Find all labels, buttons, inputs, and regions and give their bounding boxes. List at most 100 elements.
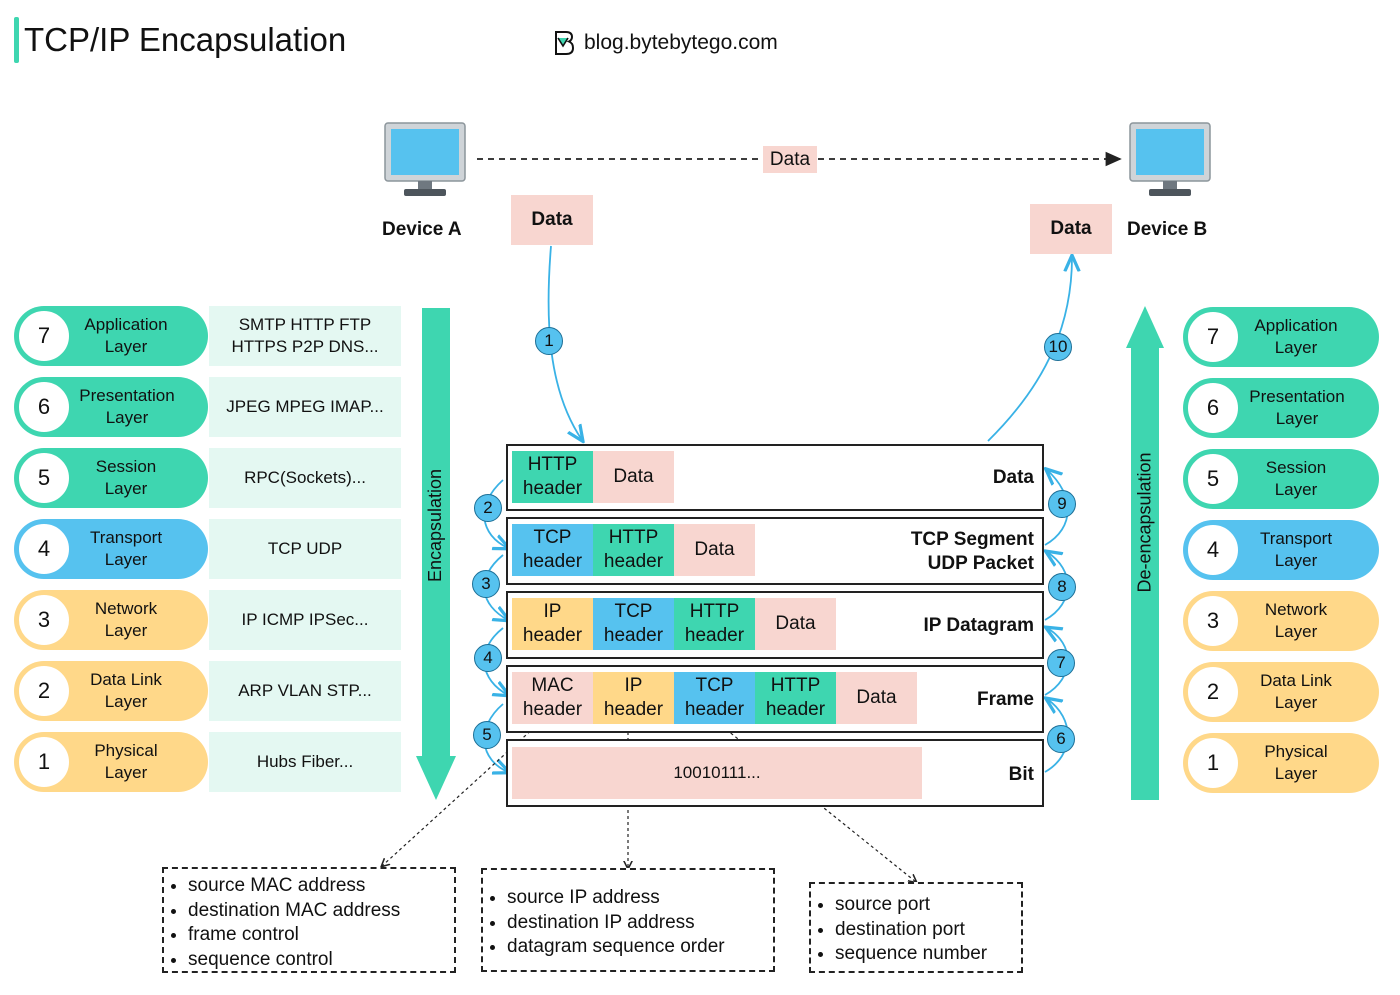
right-layer-5: 5 Session Layer	[1183, 449, 1379, 509]
list-item: source IP address	[507, 886, 773, 911]
left-layer-4: 4 Transport Layer	[14, 519, 208, 579]
right-layer-4-name: Transport Layer	[1259, 529, 1333, 570]
left-layer-2-protocols: ARP VLAN STP...	[209, 661, 401, 721]
step-badge-10: 10	[1044, 333, 1072, 361]
cell-http-header: HTTP header	[512, 451, 593, 503]
mac-header-details: source MAC address destination MAC addre…	[162, 867, 456, 973]
brand-text: blog.bytebytego.com	[584, 31, 778, 54]
link-data-label: Data	[763, 146, 817, 173]
list-item: source port	[835, 893, 1021, 918]
left-layer-5-protocols: RPC(Sockets)...	[209, 448, 401, 508]
left-layer-4-protocols: TCP UDP	[209, 519, 401, 579]
step-badge-1: 1	[535, 327, 563, 355]
left-layer-5-name: Session Layer	[95, 457, 157, 498]
right-layer-6-name: Presentation Layer	[1249, 387, 1345, 428]
right-layer-2: 2 Data Link Layer	[1183, 662, 1379, 722]
device-b-monitor-icon	[1129, 122, 1211, 196]
right-layer-3: 3 Network Layer	[1183, 591, 1379, 651]
cell-tcp-header: TCP header	[674, 672, 755, 724]
cell-tcp-header: TCP header	[512, 524, 593, 576]
cell-http-header: HTTP header	[755, 672, 836, 724]
list-item: datagram sequence order	[507, 935, 773, 960]
cell-http-header: HTTP header	[593, 524, 674, 576]
encapsulation-label: Encapsulation	[425, 468, 446, 582]
cell-ip-header: IP header	[512, 598, 593, 650]
title-accent-bar	[14, 17, 19, 63]
step-badge-3: 3	[472, 570, 500, 598]
left-layer-6-protocols: JPEG MPEG IMAP...	[209, 377, 401, 437]
left-layer-7-number: 7	[17, 309, 71, 363]
bytebytego-logo-icon	[555, 31, 575, 55]
left-layer-6: 6 Presentation Layer	[14, 377, 208, 437]
row-bit: 10010111... Bit	[506, 739, 1044, 807]
list-item: frame control	[188, 923, 454, 948]
right-layer-3-name: Network Layer	[1264, 600, 1328, 641]
step-badge-4: 4	[474, 644, 502, 672]
page-title: TCP/IP Encapsulation	[24, 21, 347, 58]
row-ip-datagram-label: IP Datagram	[923, 615, 1034, 636]
row-tcp-segment-label: TCP Segment UDP Packet	[910, 529, 1034, 574]
right-layer-1-name: Physical Layer	[1264, 742, 1328, 783]
list-item: sequence control	[188, 948, 454, 973]
right-layer-7-number: 7	[1186, 310, 1240, 364]
step-badge-6: 6	[1047, 725, 1075, 753]
device-b-data-box: Data	[1030, 204, 1112, 254]
deencapsulation-label: De-encapsulation	[1134, 451, 1155, 593]
left-layer-1: 1 Physical Layer	[14, 732, 208, 792]
left-layer-6-number: 6	[17, 380, 71, 434]
left-layer-4-name: Transport Layer	[89, 528, 163, 569]
cell-data: Data	[836, 672, 917, 724]
right-layer-7: 7 Application Layer	[1183, 307, 1379, 367]
left-layer-3-number: 3	[17, 593, 71, 647]
list-item: source MAC address	[188, 874, 454, 899]
list-item: destination port	[835, 918, 1021, 943]
right-layer-5-number: 5	[1186, 452, 1240, 506]
left-layer-7-protocols: SMTP HTTP FTP HTTPS P2P DNS...	[209, 306, 401, 366]
cell-tcp-header: TCP header	[593, 598, 674, 650]
left-layer-3-protocols: IP ICMP IPSec...	[209, 590, 401, 650]
right-layer-6-number: 6	[1186, 381, 1240, 435]
tcp-header-details: source port destination port sequence nu…	[809, 882, 1023, 973]
left-layer-5-number: 5	[17, 451, 71, 505]
right-layer-1-number: 1	[1186, 736, 1240, 790]
device-a-monitor-icon	[384, 122, 466, 196]
encapsulation-arrow	[416, 308, 456, 800]
list-item: destination IP address	[507, 911, 773, 936]
ip-header-details: source IP address destination IP address…	[481, 868, 775, 972]
deencapsulation-label-wrap: De-encapsulation	[1045, 452, 1245, 592]
row-frame-label: Frame	[976, 689, 1034, 710]
step-badge-5: 5	[473, 721, 501, 749]
right-layer-5-name: Session Layer	[1265, 458, 1327, 499]
device-a-data-box: Data	[511, 195, 593, 245]
row-tcp-segment: TCP header HTTP header Data TCP Segment …	[506, 517, 1044, 585]
row-data-label: Data	[992, 467, 1034, 488]
left-layer-7-name: Application Layer	[84, 315, 168, 356]
row-bit-label: Bit	[1008, 764, 1034, 785]
brand[interactable]: blog.bytebytego.com	[552, 26, 778, 60]
cell-bits: 10010111...	[512, 747, 922, 799]
left-layer-1-protocols: Hubs Fiber...	[209, 732, 401, 792]
left-layer-2-name: Data Link Layer	[90, 670, 162, 711]
left-layer-2-number: 2	[17, 664, 71, 718]
left-layer-1-number: 1	[17, 735, 71, 789]
left-layer-3-name: Network Layer	[94, 599, 158, 640]
left-layer-1-name: Physical Layer	[94, 741, 158, 782]
row-ip-datagram: IP header TCP header HTTP header Data IP…	[506, 591, 1044, 659]
left-layer-6-name: Presentation Layer	[79, 386, 175, 427]
cell-data: Data	[593, 451, 674, 503]
cell-http-header: HTTP header	[674, 598, 755, 650]
right-layer-6: 6 Presentation Layer	[1183, 378, 1379, 438]
right-layer-4-number: 4	[1186, 523, 1240, 577]
right-layer-3-number: 3	[1186, 594, 1240, 648]
right-layer-2-number: 2	[1186, 665, 1240, 719]
cell-mac-header: MAC header	[512, 672, 593, 724]
left-layer-7: 7 Application Layer	[14, 306, 208, 366]
row-data: HTTP header Data Data	[506, 444, 1044, 511]
list-item: sequence number	[835, 942, 1021, 967]
device-a-label: Device A	[382, 219, 462, 240]
device-b-label: Device B	[1127, 219, 1208, 240]
left-layer-5: 5 Session Layer	[14, 448, 208, 508]
list-item: destination MAC address	[188, 899, 454, 924]
